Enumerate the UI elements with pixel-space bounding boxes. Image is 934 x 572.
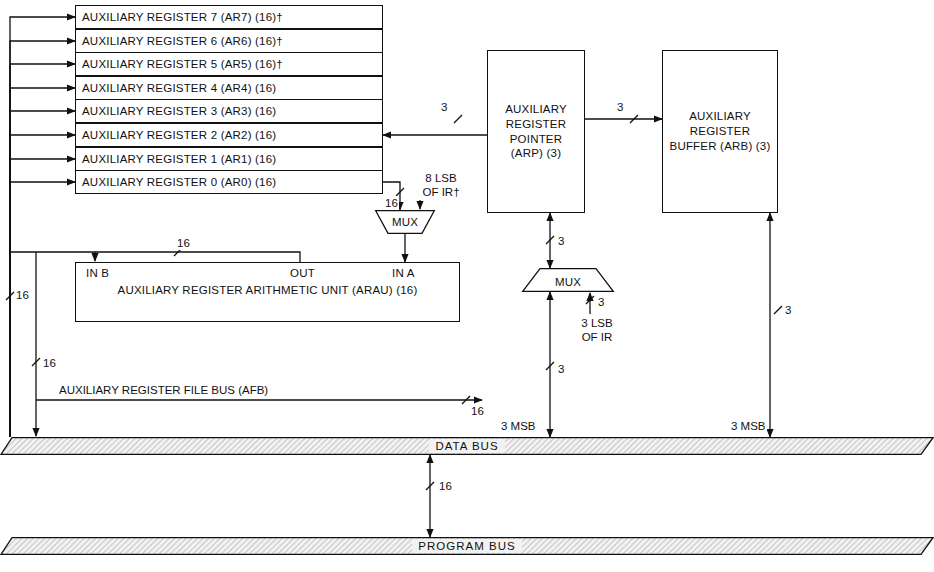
bus-width: 16 (470, 404, 485, 418)
bus-width: 3 (440, 100, 448, 114)
mux-symbol: MUX (522, 268, 614, 292)
bus-width: 3 (784, 303, 792, 317)
bus-connector (383, 134, 487, 135)
bus-connector (549, 213, 550, 268)
register-name: AUXILIARY REGISTER 7 (AR7) (16)† (82, 10, 283, 25)
register-name: AUXILIARY REGISTER 3 (AR3) (16) (82, 104, 276, 119)
block-name: AUXILIARY REGISTER POINTER (ARP) (3) (494, 102, 578, 162)
mux-symbol: MUX (375, 210, 435, 234)
signal-label: 8 LSB OF IR† (416, 171, 466, 200)
block-name: AUXILIARY REGISTER BUFFER (ARB) (3) (669, 109, 771, 154)
register-name: AUXILIARY REGISTER 6 (AR6) (16)† (82, 34, 283, 49)
afb-wire (36, 399, 482, 400)
unit-name: AUXILIARY REGISTER ARITHMETIC UNIT (ARAU… (96, 283, 439, 298)
bus-connector (10, 182, 75, 437)
register-box: AUXILIARY REGISTER 3 (AR3) (16) (75, 99, 383, 123)
register-box: AUXILIARY REGISTER 1 (AR1) (16) (75, 147, 383, 171)
arau-inb-wire (94, 252, 95, 261)
bus-width: 16 (42, 356, 57, 370)
bus-width: 16 (15, 288, 30, 302)
bus-connector (404, 234, 405, 262)
port-label: OUT (290, 266, 315, 281)
signal-label: 3 MSB (730, 419, 767, 433)
afb-drop-wire (35, 252, 36, 436)
register-name: AUXILIARY REGISTER 5 (AR5) (16)† (82, 57, 283, 72)
register-name: AUXILIARY REGISTER 0 (AR0) (16) (82, 175, 276, 190)
mux-label: MUX (392, 215, 418, 230)
buffer-box: AUXILIARY REGISTER BUFFER (ARB) (3) (662, 50, 778, 213)
bus-connector (383, 182, 400, 210)
register-name: AUXILIARY REGISTER 2 (AR2) (16) (82, 128, 276, 143)
mux-label: MUX (555, 275, 581, 290)
bus-width: 16 (384, 196, 399, 210)
signal-label: 3 MSB (500, 419, 537, 433)
bus-width: 3 (557, 234, 565, 248)
register-box: AUXILIARY REGISTER 6 (AR6) (16)† (75, 29, 383, 53)
bus-width: 3 (597, 295, 605, 309)
bus-connector (429, 455, 430, 537)
register-box: AUXILIARY REGISTER 5 (AR5) (16)† (75, 52, 383, 76)
bus-width: 16 (176, 236, 191, 250)
bus-width: 3 (616, 100, 624, 114)
arithmetic-unit-box: IN B OUT IN A AUXILIARY REGISTER ARITHMETIC… (75, 262, 460, 322)
bus-name: DATA BUS (429, 439, 504, 454)
bus-connector (549, 292, 550, 437)
data-bus: DATA BUS (0, 437, 934, 455)
register-name: AUXILIARY REGISTER 1 (AR1) (16) (82, 152, 276, 167)
signal-label: 3 LSB OF IR (572, 316, 622, 345)
bus-width: 16 (438, 479, 453, 493)
register-name: AUXILIARY REGISTER 4 (AR4) (16) (82, 81, 276, 96)
register-box: AUXILIARY REGISTER 4 (AR4) (16) (75, 76, 383, 100)
register-box: AUXILIARY REGISTER 0 (AR0) (16) (75, 170, 383, 194)
pointer-box: AUXILIARY REGISTER POINTER (ARP) (3) (487, 50, 585, 213)
port-label: IN A (392, 266, 415, 281)
bus-connector (10, 41, 75, 437)
bus-width: 3 (557, 362, 565, 376)
arau-out-wire (10, 252, 300, 262)
bus-connector (769, 213, 770, 437)
bus-connector (10, 64, 75, 437)
bus-name: PROGRAM BUS (412, 539, 521, 554)
program-bus: PROGRAM BUS (0, 537, 934, 555)
register-box: AUXILIARY REGISTER 2 (AR2) (16) (75, 123, 383, 147)
bus-connector (10, 17, 75, 437)
signal-label: AUXILIARY REGISTER FILE BUS (AFB) (58, 383, 269, 397)
ir-leader (419, 200, 420, 209)
ir-leader (589, 293, 590, 314)
port-label: IN B (86, 266, 109, 281)
register-box: AUXILIARY REGISTER 7 (AR7) (16)† (75, 5, 383, 29)
bus-connector (585, 118, 662, 119)
